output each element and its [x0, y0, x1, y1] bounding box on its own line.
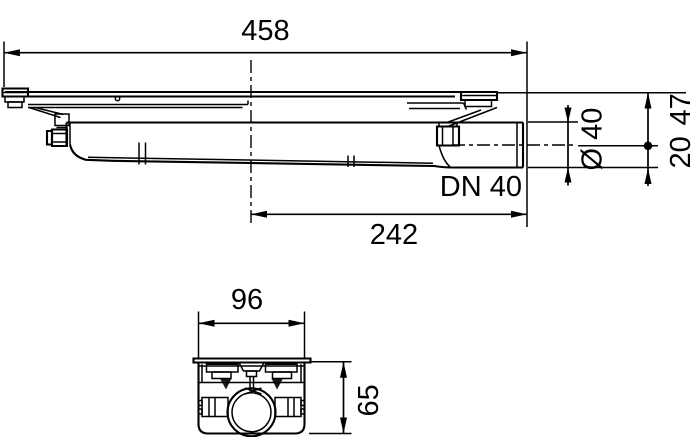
upper-clips [205, 363, 298, 390]
right-bracket [407, 102, 498, 168]
dim-outlet-offset-label: 242 [370, 219, 418, 251]
outlet-nominal-size-label: DN 40 [440, 171, 522, 203]
lower-clips [197, 396, 306, 418]
dim-242: 242 [251, 210, 527, 251]
dim-end-height-label: 65 [353, 384, 385, 416]
dim-center-to-bottom-label: 20 [665, 136, 697, 168]
dim-total-length-label: 458 [241, 15, 289, 47]
drain-pipe-circle-outer [226, 387, 277, 437]
dim-65: 65 [309, 360, 385, 435]
dim-end-width-label: 96 [231, 284, 263, 316]
side-view [1, 60, 577, 227]
dim-458: 458 [3, 15, 528, 227]
left-bracket [28, 100, 249, 129]
dim-top-to-center-label: 47 [665, 93, 697, 125]
grate-detail-hole [114, 95, 121, 102]
dim-pipe-diameter-label: Ø 40 [577, 108, 609, 171]
dimension-origin-dot [643, 141, 653, 151]
dim-47-20: 47 20 [497, 91, 697, 186]
dim-96: 96 [197, 284, 306, 358]
drain-pipe-circle-inner [231, 392, 272, 433]
end-view [192, 357, 312, 437]
dim-diameter-40: Ø 40 [528, 105, 609, 186]
